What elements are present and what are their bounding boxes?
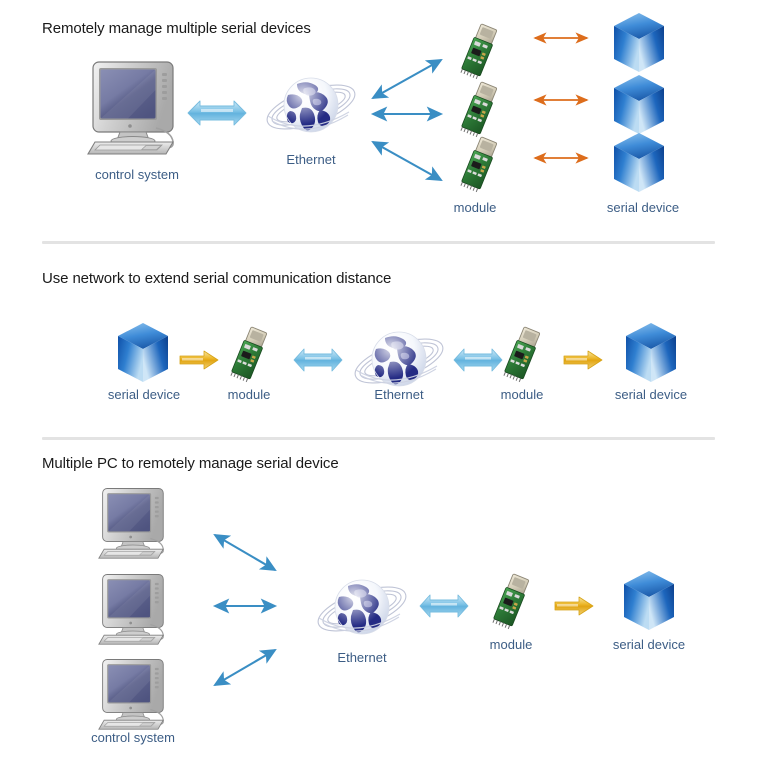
module-3	[456, 135, 502, 195]
arrow-module-2-to-serial-device-2	[530, 94, 592, 106]
label-ethernet: Ethernet	[286, 152, 336, 167]
section-divider-1	[42, 241, 715, 244]
arrow-pc-2-to-ethernet	[210, 598, 280, 614]
ethernet-globe	[262, 66, 360, 148]
arrow-pc-to-ethernet	[186, 99, 248, 127]
arrow-ethernet-to-module-1	[368, 55, 446, 103]
label-serial-device-left: serial device	[107, 387, 181, 402]
control-system-pc-3	[97, 658, 181, 730]
label-module: module	[453, 200, 497, 215]
module-1	[456, 22, 502, 82]
arrow-ethernet-to-module-3	[368, 137, 446, 185]
arrow-module-right-to-serial-device-right	[562, 348, 604, 372]
label-control-system-3: control system	[91, 730, 175, 745]
serial-device-3	[606, 130, 672, 196]
module-left	[226, 325, 272, 385]
label-module-left: module	[227, 387, 271, 402]
serial-device-right	[618, 320, 684, 386]
label-control-system: control system	[95, 167, 179, 182]
section-title-multiple-pc: Multiple PC to remotely manage serial de…	[42, 455, 339, 472]
label-serial-device-3: serial device	[612, 637, 686, 652]
serial-device-2	[606, 72, 672, 138]
serial-device-left	[110, 320, 176, 386]
label-ethernet-2: Ethernet	[374, 387, 424, 402]
arrow-pc-1-to-ethernet	[210, 530, 280, 575]
module-2	[456, 80, 502, 140]
control-system-pc-2	[97, 573, 181, 645]
arrow-ethernet-to-module-2	[368, 106, 446, 122]
arrow-module-to-serial-device-3	[553, 594, 595, 618]
label-serial-device-right: serial device	[614, 387, 688, 402]
ethernet-globe-2	[350, 320, 448, 402]
serial-device-section3	[616, 568, 682, 634]
arrow-module-3-to-serial-device-3	[530, 152, 592, 164]
label-ethernet-3: Ethernet	[337, 650, 387, 665]
arrow-pc-3-to-ethernet	[210, 645, 280, 690]
label-serial-device: serial device	[606, 200, 680, 215]
arrow-ethernet-to-module-3	[418, 593, 470, 619]
module-right	[499, 325, 545, 385]
label-module-right: module	[500, 387, 544, 402]
arrow-serial-device-left-to-module-left	[178, 348, 220, 372]
section-title-extend-distance: Use network to extend serial communicati…	[42, 270, 392, 287]
arrow-ethernet-to-module-right	[452, 347, 504, 373]
control-system-pc-1	[97, 487, 181, 559]
serial-device-1	[606, 10, 672, 76]
arrow-module-left-to-ethernet	[292, 347, 344, 373]
section-divider-2	[42, 437, 715, 440]
arrow-module-1-to-serial-device-1	[530, 32, 592, 44]
section-title-remote-manage: Remotely manage multiple serial devices	[42, 20, 311, 37]
module-section3	[488, 572, 534, 632]
control-system-pc	[86, 60, 196, 155]
label-module-3: module	[489, 637, 533, 652]
ethernet-globe-3	[313, 568, 411, 650]
